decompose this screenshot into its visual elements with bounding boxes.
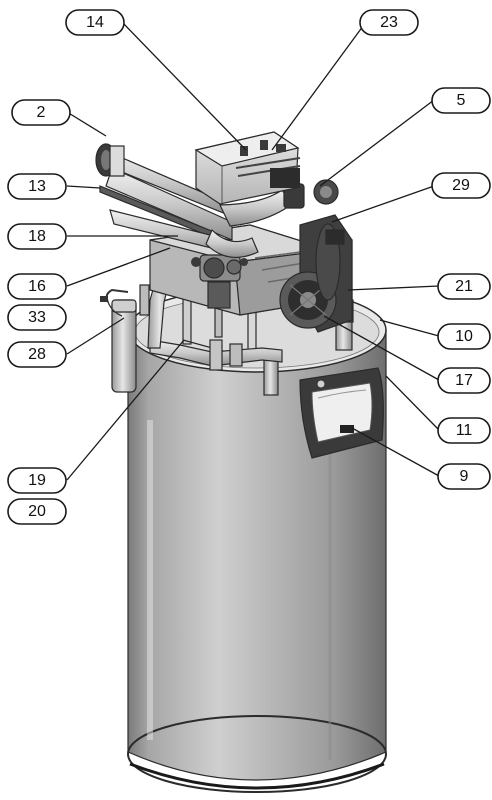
sensor-wire <box>107 301 123 317</box>
callout-18: 18 <box>7 223 67 250</box>
callout-label-5: 5 <box>457 92 466 109</box>
callout-label-28: 28 <box>28 346 46 363</box>
callout-9: 9 <box>437 463 491 490</box>
callout-label-9: 9 <box>460 468 469 485</box>
callout-14: 14 <box>65 9 125 36</box>
callout-label-17: 17 <box>455 372 473 389</box>
callout-label-13: 13 <box>28 178 46 195</box>
callout-33: 33 <box>7 304 67 331</box>
callout-29: 29 <box>431 172 491 199</box>
callout-label-29: 29 <box>452 177 470 194</box>
callout-label-18: 18 <box>28 228 46 245</box>
callout-label-23: 23 <box>380 14 398 31</box>
callout-19: 19 <box>7 467 67 494</box>
callout-21: 21 <box>437 273 491 300</box>
callout-label-19: 19 <box>28 472 46 489</box>
tank-bottom-rim <box>127 715 387 793</box>
callout-label-14: 14 <box>86 14 104 31</box>
callout-10: 10 <box>437 323 491 350</box>
callout-label-10: 10 <box>455 328 473 345</box>
callout-label-20: 20 <box>28 503 46 520</box>
callout-label-21: 21 <box>455 278 473 295</box>
callout-23: 23 <box>359 9 419 36</box>
left-side-filter <box>100 284 150 393</box>
callout-label-11: 11 <box>456 422 473 439</box>
callout-5: 5 <box>431 87 491 114</box>
burner-blower <box>279 214 353 333</box>
callout-label-33: 33 <box>28 309 46 326</box>
callout-28: 28 <box>7 341 67 368</box>
control-display-panel <box>299 367 384 459</box>
callout-17: 17 <box>437 367 491 394</box>
callout-13: 13 <box>7 173 67 200</box>
callout-label-2: 2 <box>37 104 46 121</box>
callout-label-16: 16 <box>28 278 46 295</box>
callout-16: 16 <box>7 273 67 300</box>
callout-20: 20 <box>7 498 67 525</box>
callout-11: 11 <box>437 417 491 444</box>
tank <box>127 287 387 793</box>
pump-valve-cluster <box>191 254 248 309</box>
leader-lines <box>66 21 440 481</box>
intake-exhaust-pipes <box>95 143 339 259</box>
callout-2: 2 <box>11 99 71 126</box>
